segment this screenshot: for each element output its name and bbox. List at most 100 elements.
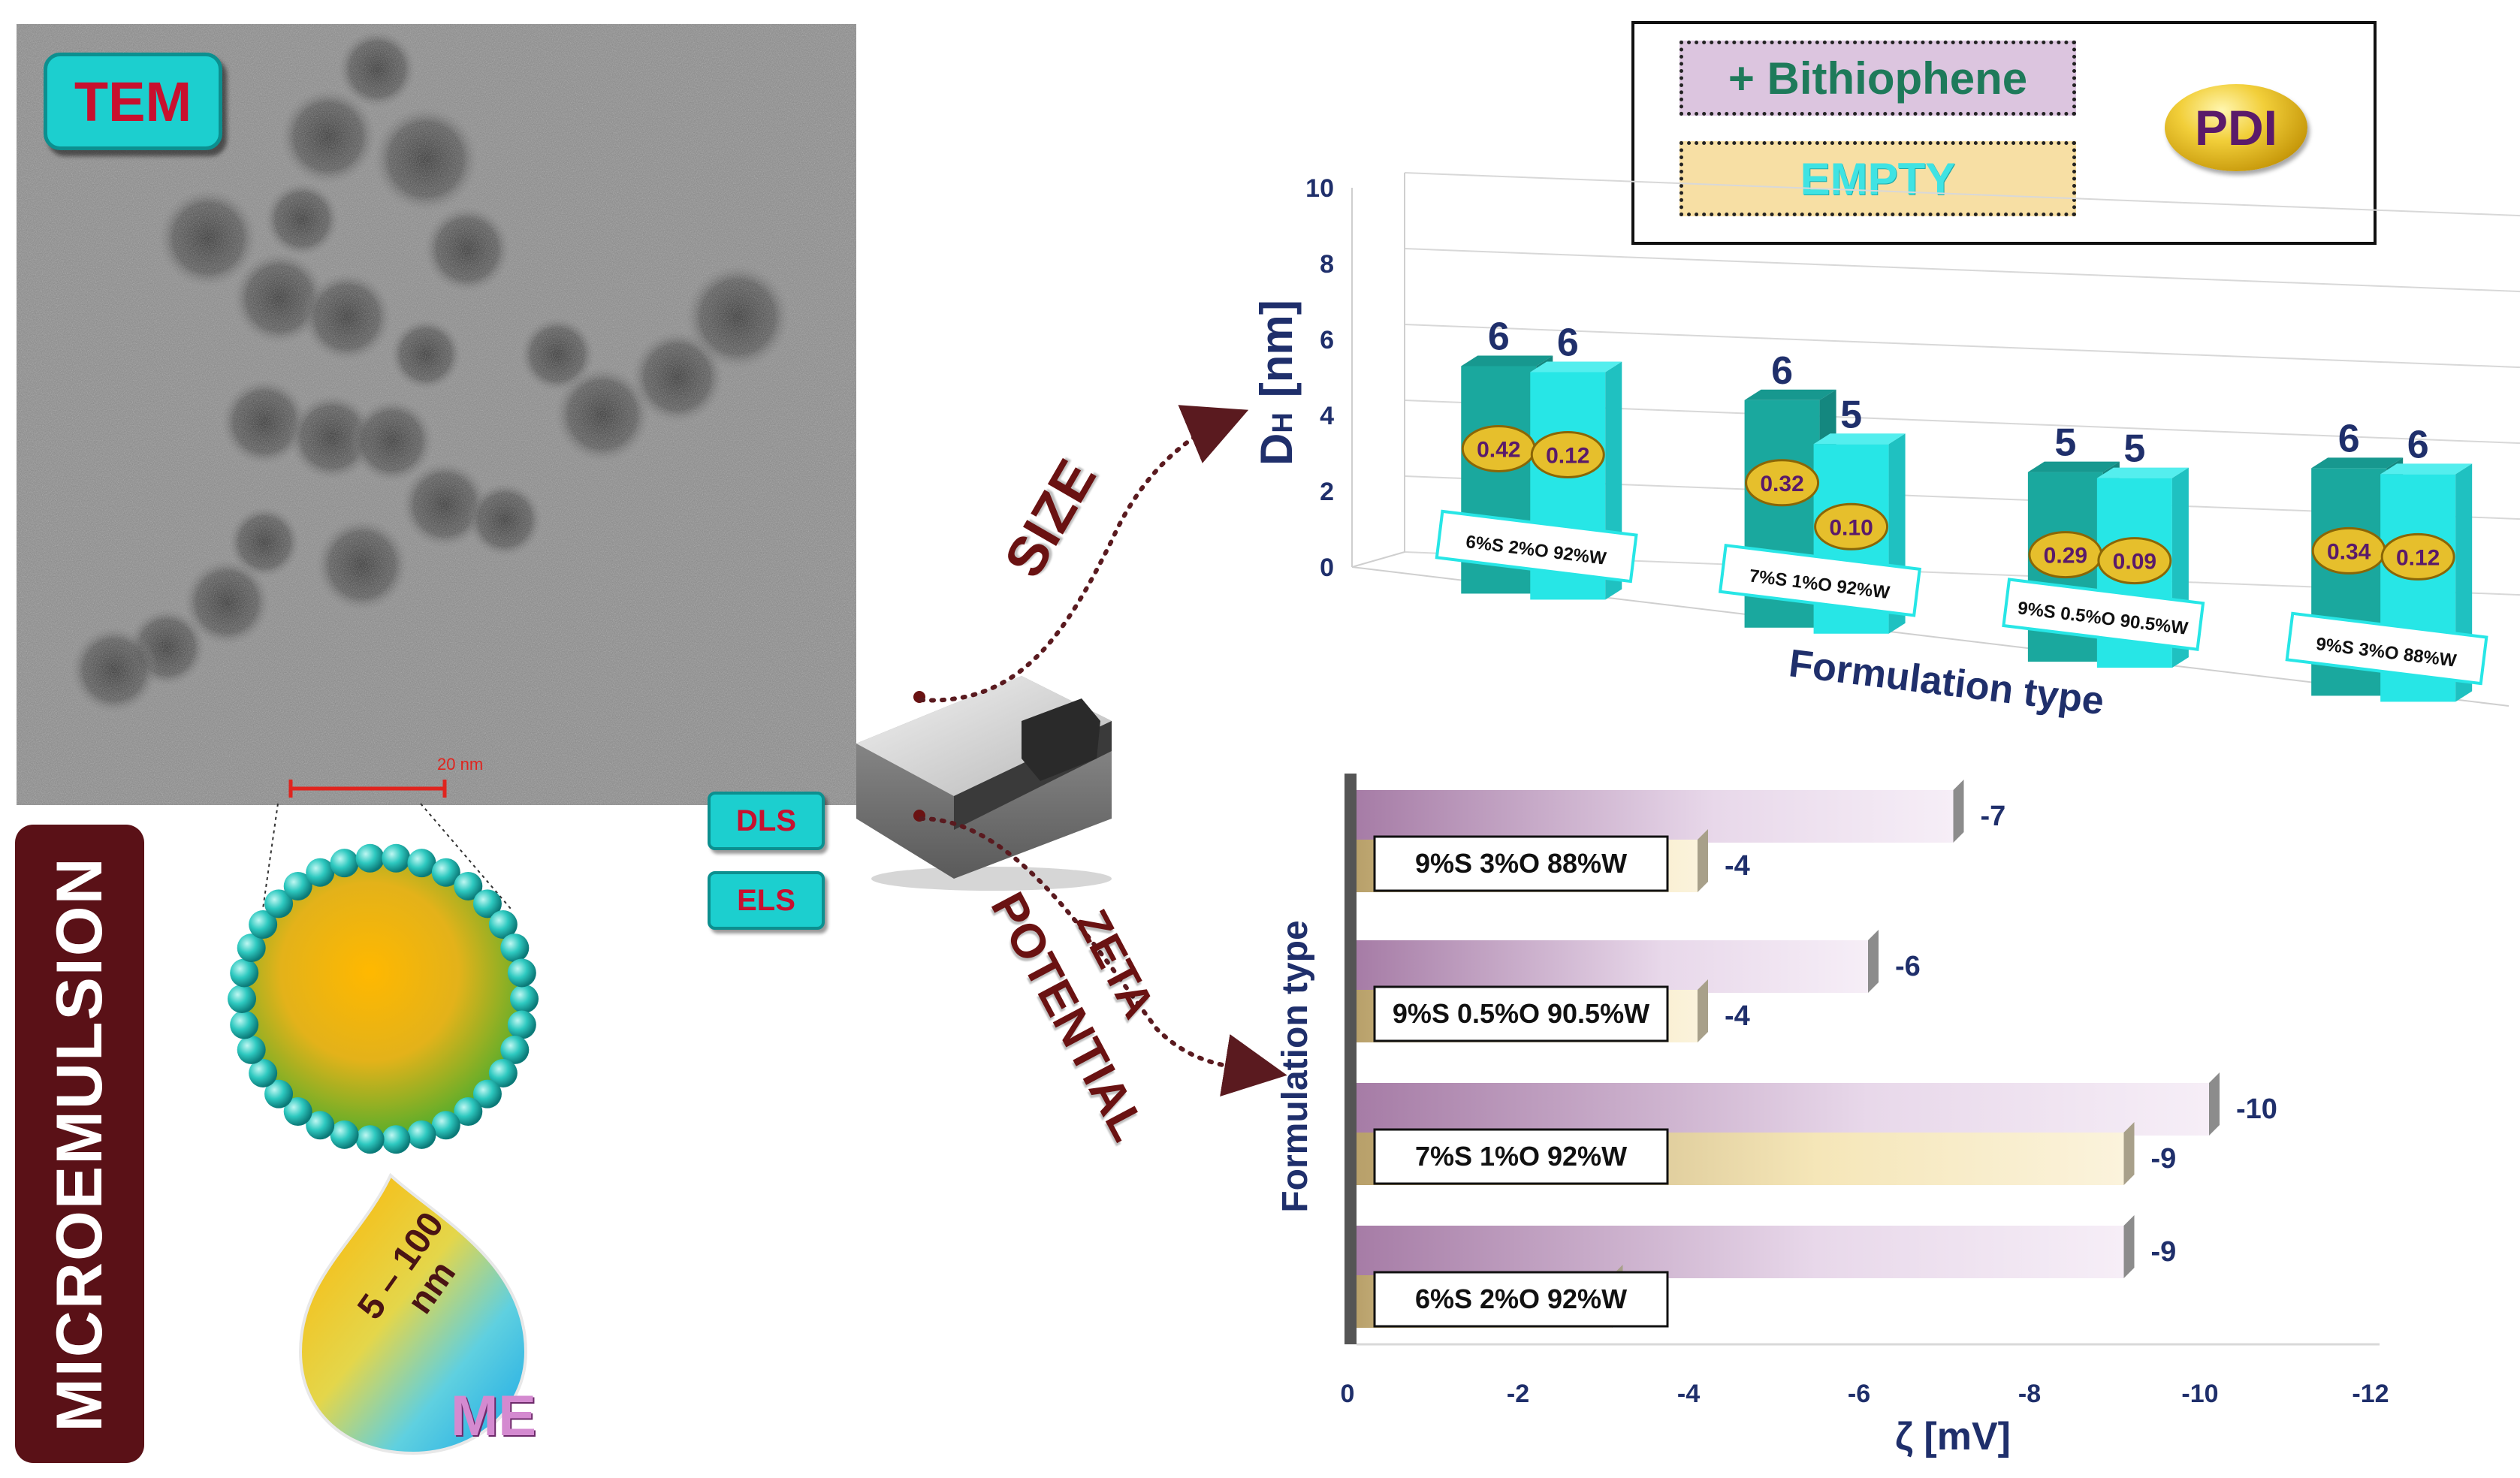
scale-bar-label: 20 nm bbox=[437, 755, 484, 774]
size-bar-top bbox=[2096, 467, 2189, 478]
zeta-xtick-label: -8 bbox=[2018, 1380, 2041, 1408]
pdi-badge bbox=[1530, 430, 1605, 478]
zeta-category-label: 6%S 2%O 92%W bbox=[1415, 1283, 1627, 1314]
zeta-category-label: 9%S 3%O 88%W bbox=[1415, 848, 1627, 879]
size-category-box: 9%S 3%O 88%W bbox=[2285, 611, 2488, 686]
zeta-xlabel: ζ [mV] bbox=[1895, 1415, 2011, 1458]
zeta-bar bbox=[1357, 940, 1868, 993]
surfactant-bead bbox=[454, 1097, 483, 1127]
surfactant-bead bbox=[237, 934, 266, 963]
surfactant-bead bbox=[431, 858, 460, 887]
surfactant-bead bbox=[472, 889, 502, 918]
size-ytick-label: 6 bbox=[1320, 326, 1334, 354]
zeta-bar-end bbox=[1698, 979, 1708, 1042]
pdi-value: 0.42 bbox=[1477, 437, 1520, 462]
zeta-category-label: 9%S 0.5%O 90.5%W bbox=[1393, 998, 1649, 1029]
zeta-xtick-label: -6 bbox=[1848, 1380, 1870, 1408]
surfactant-bead bbox=[510, 985, 539, 1013]
size-bar-top bbox=[1461, 355, 1553, 366]
dls-button[interactable]: DLS bbox=[708, 792, 825, 850]
surfactant-bead bbox=[249, 1058, 278, 1087]
zeta-value-label: -4 bbox=[1725, 1000, 1750, 1032]
surfactant-bead bbox=[355, 843, 385, 873]
surfactant-bead bbox=[230, 1010, 259, 1039]
size-value-label: 5 bbox=[2054, 421, 2076, 465]
els-button[interactable]: ELS bbox=[708, 871, 825, 930]
surfactant-bead bbox=[507, 958, 536, 988]
size-ytick-label: 8 bbox=[1320, 250, 1334, 279]
pdi-badge bbox=[1745, 459, 1820, 507]
zeta-bar-chart: 0-2-4-6-8-10-12ζ [mV]Formulation type-7-… bbox=[1275, 774, 2389, 1458]
pdi-value: 0.12 bbox=[1546, 443, 1589, 468]
zeta-axis bbox=[1345, 774, 1357, 1344]
size-value-label: 6 bbox=[2338, 417, 2360, 460]
legend-bithiophene: + Bithiophene bbox=[1679, 41, 2076, 116]
surfactant-bead bbox=[306, 1111, 335, 1140]
tem-image bbox=[17, 24, 856, 805]
surfactant-bead bbox=[488, 1058, 518, 1087]
pdi-value: 0.32 bbox=[1760, 472, 1803, 496]
legend-empty: EMPTY bbox=[1679, 141, 2076, 216]
surfactant-bead bbox=[472, 1079, 502, 1108]
zeta-category-box: 7%S 1%O 92%W bbox=[1373, 1128, 1669, 1185]
surfactant-bead bbox=[500, 934, 530, 963]
pdi-badge bbox=[2097, 537, 2172, 585]
size-value-label: 6 bbox=[1557, 321, 1579, 364]
size-bar-top bbox=[2380, 463, 2473, 475]
tem-label: TEM bbox=[44, 53, 222, 150]
surfactant-bead bbox=[407, 849, 436, 878]
zeta-bar bbox=[1357, 1226, 2124, 1278]
size-category-box: 6%S 2%O 92%W bbox=[1435, 509, 1638, 584]
zeta-value-label: -9 bbox=[2151, 1143, 2177, 1175]
surfactant-shell bbox=[228, 843, 539, 1154]
surfactant-bead bbox=[249, 910, 278, 940]
zeta-xtick-label: -2 bbox=[1507, 1380, 1529, 1408]
surfactant-bead bbox=[382, 1125, 411, 1154]
zeta-bar-end bbox=[2123, 1215, 2135, 1278]
size-value-label: 6 bbox=[2407, 423, 2429, 466]
zeta-bar-end bbox=[2123, 1122, 2135, 1185]
legend-pdi: PDI bbox=[2165, 84, 2307, 171]
surfactant-bead bbox=[283, 871, 312, 900]
surfactant-bead bbox=[454, 871, 483, 900]
size-bar-top bbox=[1744, 389, 1836, 400]
zeta-value-label: -7 bbox=[1981, 801, 2006, 832]
surfactant-bead bbox=[431, 1111, 460, 1140]
size-bar-top bbox=[1813, 433, 1906, 445]
pdi-value: 0.12 bbox=[2396, 545, 2440, 570]
micelle-core bbox=[248, 864, 518, 1134]
size-category-box: 9%S 0.5%O 90.5%W bbox=[2002, 578, 2205, 651]
size-value-label: 5 bbox=[2123, 427, 2145, 471]
size-value-label: 6 bbox=[1771, 349, 1793, 393]
me-droplet bbox=[298, 1172, 528, 1455]
zeta-arrow bbox=[919, 816, 1287, 1097]
zeta-category-box: 6%S 2%O 92%W bbox=[1373, 1271, 1669, 1328]
pdi-badge bbox=[2380, 532, 2455, 581]
surfactant-bead bbox=[306, 858, 335, 887]
surfactant-bead bbox=[355, 1125, 385, 1154]
size-bar-top bbox=[2027, 461, 2120, 472]
zeta-bar bbox=[1357, 790, 1954, 843]
surfactant-bead bbox=[488, 910, 518, 940]
surfactant-bead bbox=[507, 1010, 536, 1039]
zeta-category-box: 9%S 0.5%O 90.5%W bbox=[1373, 985, 1669, 1042]
surfactant-bead bbox=[228, 985, 256, 1013]
size-bar-top bbox=[2311, 457, 2404, 469]
size-ytick-label: 10 bbox=[1305, 174, 1334, 203]
surfactant-bead bbox=[382, 843, 411, 873]
zeta-xtick-label: -12 bbox=[2352, 1380, 2389, 1408]
size-ylabel: DH[nm] bbox=[1251, 300, 1302, 466]
zeta-bar-end bbox=[2209, 1072, 2220, 1136]
size-bar-top bbox=[1530, 361, 1622, 373]
zeta-value-label: -6 bbox=[1895, 951, 1921, 982]
tem-particles-graphic bbox=[17, 24, 856, 805]
size-ytick-label: 2 bbox=[1320, 478, 1334, 506]
zeta-value-label: -10 bbox=[2236, 1093, 2277, 1125]
size-arrow bbox=[919, 405, 1249, 703]
dls-instrument-illustration bbox=[856, 676, 1112, 891]
surfactant-bead bbox=[330, 1120, 359, 1149]
pdi-value: 0.29 bbox=[2044, 544, 2087, 569]
pdi-value: 0.10 bbox=[1829, 515, 1873, 540]
surfactant-bead bbox=[330, 849, 359, 878]
